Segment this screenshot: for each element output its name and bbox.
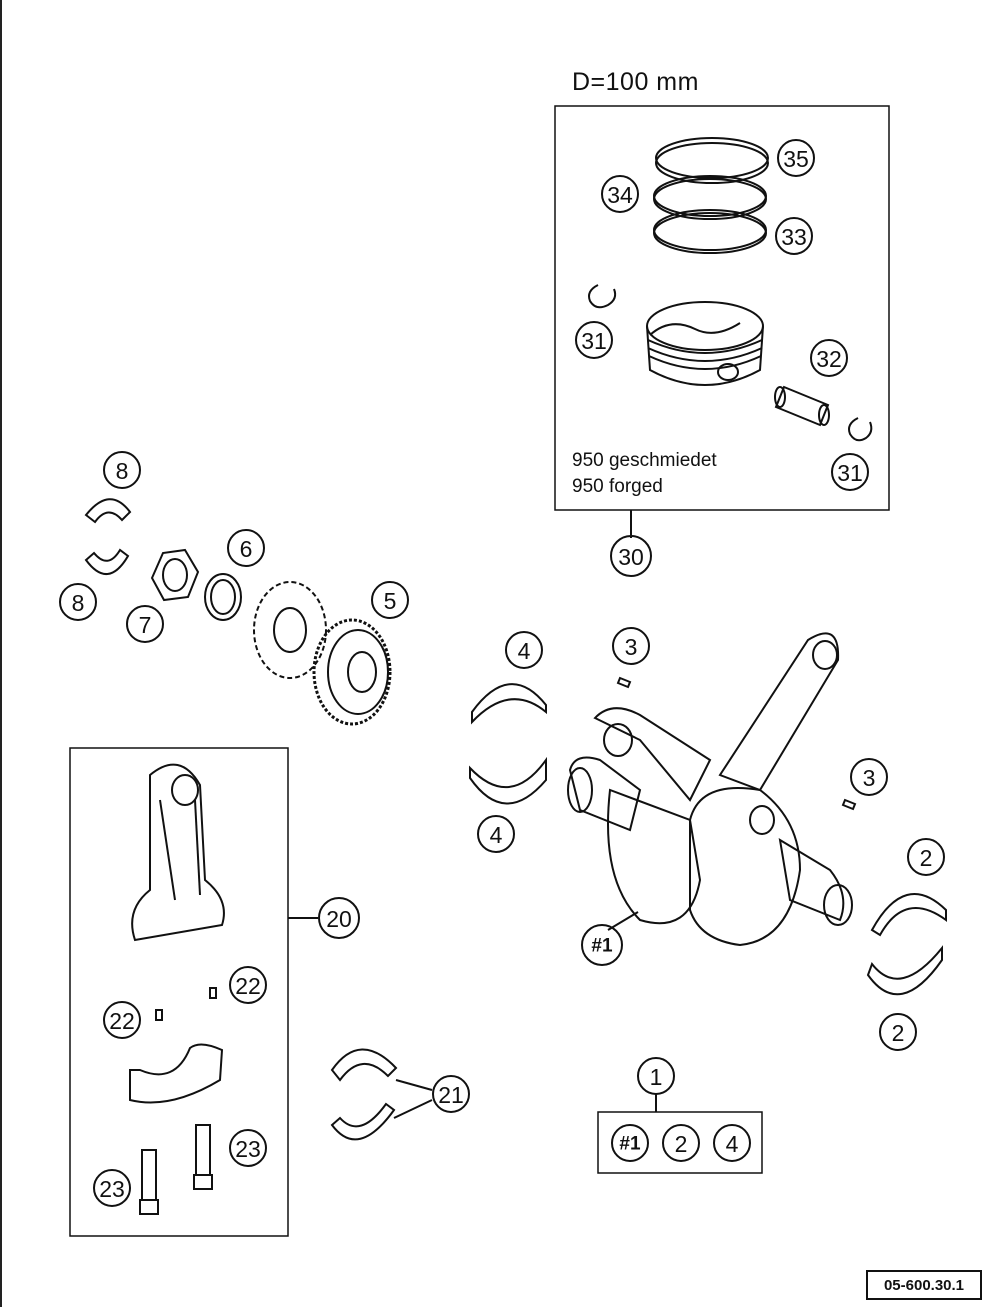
callout-22-left: 22 [109,1008,135,1034]
piston-variant-de: 950 geschmiedet [572,450,717,471]
callout-8-top: 8 [116,458,129,484]
callout-4-top: 4 [518,638,531,664]
trigger-wheel [253,581,327,679]
dowel-pin-a [209,987,217,999]
callout-5: 5 [384,588,397,614]
crank-gear [312,618,392,726]
main-bearing-shell-lower [84,548,130,576]
crank-set-frame [597,1111,763,1174]
callout-4-bottom: 4 [490,822,503,848]
leader-21b [393,1099,433,1119]
piston [646,301,764,386]
conrod-kit-frame [69,747,289,1237]
callout-h1: #1 [591,936,613,957]
callout-33: 33 [781,224,807,250]
callout-1: 1 [650,1064,663,1090]
callout-31-left: 31 [581,328,607,354]
bearing-shell-4-upper [471,683,547,725]
callout-3-left: 3 [625,634,638,660]
bore-size-label: D=100 mm [572,68,699,96]
set-callout-4: 4 [726,1131,739,1157]
conrod-bolt-a [193,1124,213,1190]
bearing-shell-2-lower [866,945,943,996]
conrod-bolt-b [139,1149,159,1215]
conrod-bearing-upper [330,1048,398,1082]
piston-ring-34 [653,175,767,220]
connecting-rod [131,763,225,942]
conrod-bearing-lower [330,1102,396,1141]
callout-7: 7 [139,612,152,638]
set-callout-h1: #1 [619,1134,641,1155]
callout-22-right: 22 [235,973,261,999]
callout-23-right: 23 [235,1136,261,1162]
bearing-shell-2-upper [870,893,947,937]
leader-h1 [607,911,639,931]
callout-23-left: 23 [99,1176,125,1202]
callout-21: 21 [438,1082,464,1108]
crankshaft-assembly [567,632,853,947]
conrod-cap [129,1043,224,1104]
circlip-bottom [848,417,873,442]
set-callout-2: 2 [675,1131,688,1157]
piston-variant-en: 950 forged [572,476,663,497]
callout-34: 34 [607,182,633,208]
bearing-shell-4-lower [469,756,547,805]
piston-kit-frame [554,105,890,511]
document-reference: 05-600.30.1 [866,1270,982,1300]
piston-pin [774,385,830,427]
main-bearing-shell-upper [84,498,132,524]
callout-2-bottom: 2 [892,1020,905,1046]
callout-20: 20 [326,906,352,932]
callout-32: 32 [816,346,842,372]
callout-30: 30 [618,544,644,570]
leader-21a [395,1079,433,1091]
circlip-top [588,284,617,309]
callout-8-bottom: 8 [72,590,85,616]
washer [204,573,242,621]
dowel-pin-b [155,1009,163,1021]
callout-35: 35 [783,146,809,172]
hex-nut [150,548,200,602]
piston-ring-35 [655,137,769,184]
page-left-border [0,0,2,1307]
key-3a [616,676,632,689]
key-3b [841,798,857,811]
callout-31-right: 31 [837,460,863,486]
callout-6: 6 [240,536,253,562]
callout-3-right: 3 [863,765,876,791]
callout-2-top: 2 [920,845,933,871]
piston-ring-33 [653,209,767,254]
